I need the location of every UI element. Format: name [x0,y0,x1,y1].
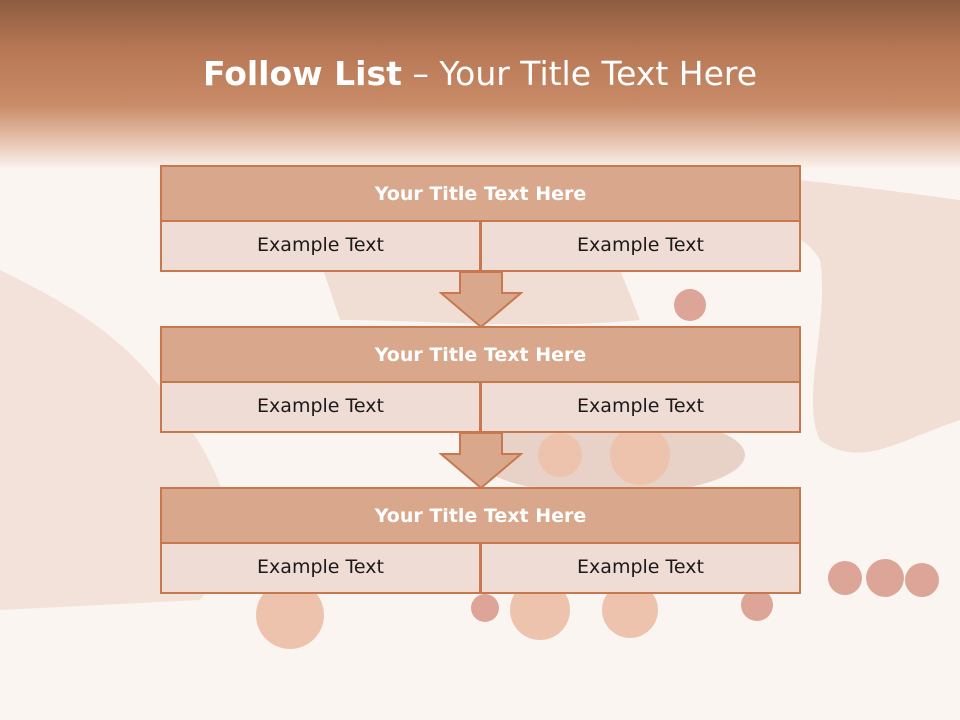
list-block-2: Your Title Text Here Example Text Exampl… [160,326,801,433]
block-cell-left: Example Text [160,222,481,272]
slide-title: Follow List – Your Title Text Here [0,54,960,93]
down-arrow-icon [439,432,523,490]
list-block-1: Your Title Text Here Example Text Exampl… [160,165,801,272]
list-block-3: Your Title Text Here Example Text Exampl… [160,487,801,594]
block-title: Your Title Text Here [160,487,801,544]
down-arrow-icon [439,271,523,329]
block-cell-left: Example Text [160,544,481,594]
block-title: Your Title Text Here [160,165,801,222]
title-banner [0,0,960,170]
slide-title-rest: – Your Title Text Here [401,54,758,93]
block-cell-right: Example Text [480,222,801,272]
block-cell-right: Example Text [480,383,801,433]
slide-title-bold: Follow List [202,54,402,93]
block-title: Your Title Text Here [160,326,801,383]
block-cell-right: Example Text [480,544,801,594]
block-cell-left: Example Text [160,383,481,433]
